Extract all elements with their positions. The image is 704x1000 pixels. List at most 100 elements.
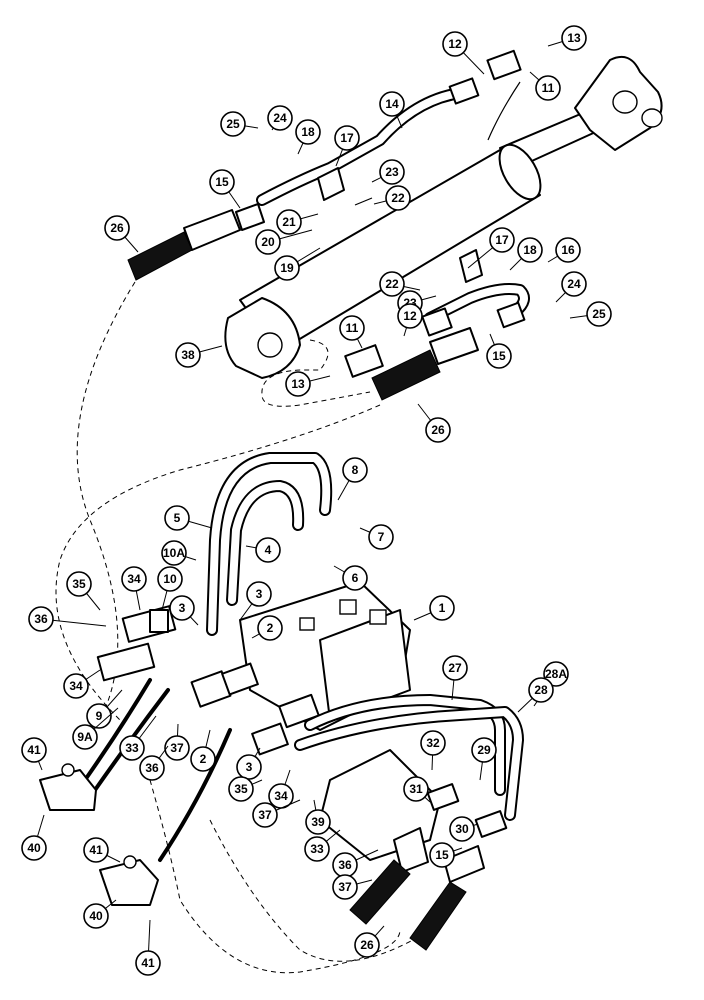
callout-label: 29: [477, 743, 491, 757]
control-valve: [239, 581, 411, 731]
callout-label: 21: [282, 215, 296, 229]
callout-label: 33: [310, 842, 324, 856]
callout-label: 9: [96, 709, 103, 723]
callout-19: 19: [274, 247, 321, 281]
callout-9a: 9A: [72, 707, 119, 750]
callout-circle: [121, 566, 147, 592]
callout-circle: [236, 754, 262, 780]
callout-circle: [304, 836, 330, 862]
callout-circle: [339, 315, 365, 341]
callout-circle: [403, 776, 429, 802]
callout-label: 11: [346, 321, 359, 335]
callout-24: 24: [555, 271, 587, 303]
lower-tube: [421, 283, 530, 337]
callout-4: 4: [245, 537, 281, 563]
callout-circle: [420, 730, 446, 756]
callout-33: 33: [304, 829, 341, 862]
hose-center: [158, 728, 232, 862]
callout-label: 18: [523, 243, 537, 257]
callout-circle: [397, 303, 423, 329]
callout-label: 2: [200, 752, 207, 766]
callout-circle: [489, 227, 515, 253]
callout-label: 15: [492, 349, 506, 363]
callout-34: 34: [268, 769, 294, 809]
callout-38: 38: [175, 342, 223, 368]
callout-22: 22: [373, 185, 411, 211]
callout-circle: [255, 229, 281, 255]
callout-label: 19: [280, 261, 294, 275]
callout-label: 41: [141, 956, 155, 970]
callout-2: 2: [251, 615, 283, 641]
callout-label: 13: [567, 31, 581, 45]
callout-label: 24: [567, 277, 581, 291]
callout-34: 34: [63, 669, 101, 699]
callout-7: 7: [359, 524, 394, 550]
valve-supply-tubes: [206, 452, 333, 636]
callout-33: 33: [119, 715, 157, 761]
callout-circle: [379, 159, 405, 185]
callout-label: 25: [592, 307, 606, 321]
callout-39: 39: [305, 799, 331, 835]
callout-label: 28: [534, 683, 548, 697]
callout-label: 15: [435, 848, 449, 862]
callout-label: 5: [174, 511, 181, 525]
callout-label: 37: [170, 741, 184, 755]
callout-circle: [586, 301, 612, 327]
callout-circle: [257, 615, 283, 641]
callout-circle: [21, 835, 47, 861]
callout-circle: [561, 271, 587, 297]
callout-label: 24: [273, 111, 287, 125]
callout-label: 38: [181, 348, 195, 362]
callout-13: 13: [547, 25, 587, 51]
callout-2: 2: [190, 729, 216, 772]
callout-circle: [305, 809, 331, 835]
callout-36: 36: [332, 849, 379, 878]
callout-24: 24: [267, 105, 293, 131]
callout-label: 1: [439, 601, 446, 615]
callout-circle: [555, 237, 581, 263]
callout-26: 26: [354, 925, 385, 958]
upper-hose-fitting: [127, 203, 265, 281]
callout-circle: [543, 661, 569, 687]
callout-label: 3: [246, 760, 253, 774]
callout-1: 1: [413, 595, 455, 621]
callout-circle: [354, 932, 380, 958]
callout-circle: [442, 31, 468, 57]
callout-32: 32: [420, 730, 446, 771]
callout-label: 14: [385, 97, 399, 111]
callout-circle: [429, 595, 455, 621]
callout-circle: [83, 837, 109, 863]
callout-label: 40: [27, 841, 41, 855]
callout-circle: [379, 91, 405, 117]
callout-22: 22: [379, 271, 421, 297]
callout-16: 16: [547, 237, 581, 263]
callout-37: 37: [332, 874, 373, 900]
callout-29: 29: [471, 737, 497, 781]
callout-label: 12: [403, 309, 417, 323]
lower-right-fittings: [349, 783, 508, 951]
callout-35: 35: [66, 571, 101, 611]
callout-circle: [285, 371, 311, 397]
callout-circle: [209, 169, 235, 195]
callout-label: 39: [311, 815, 325, 829]
callout-3: 3: [239, 581, 272, 621]
callout-15: 15: [209, 169, 241, 209]
callout-circle: [169, 595, 195, 621]
callout-10a: 10A: [161, 540, 197, 566]
callout-28a: 28A: [533, 661, 569, 707]
callout-circle: [429, 842, 455, 868]
hose-routing-bottom-2: [209, 819, 431, 962]
callout-label: 41: [89, 843, 103, 857]
callout-label: 18: [301, 125, 315, 139]
callout-10: 10: [157, 566, 183, 611]
left-fittings: [96, 605, 177, 682]
callout-circle: [246, 581, 272, 607]
callout-circle: [21, 737, 47, 763]
upper-clamp: [317, 167, 345, 201]
callout-label: 20: [261, 235, 275, 249]
callout-28: 28: [517, 677, 554, 713]
callout-circle: [528, 677, 554, 703]
callout-37: 37: [252, 799, 301, 828]
callout-41: 41: [83, 837, 121, 863]
